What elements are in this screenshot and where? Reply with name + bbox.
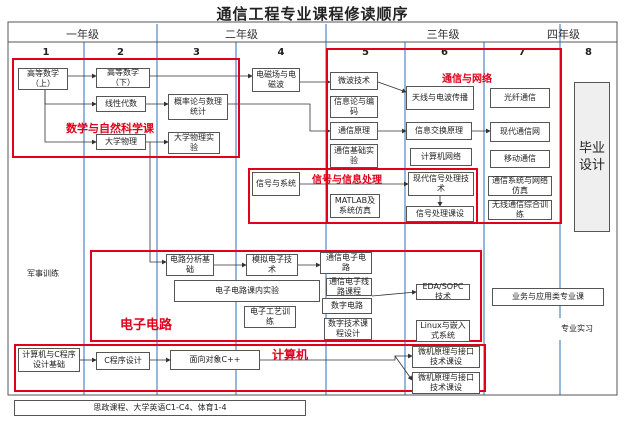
course-analog: 模拟电子技术	[246, 254, 298, 276]
group-label-computer: 计算机	[272, 348, 309, 362]
course-signals: 信号与系统	[252, 172, 300, 196]
course-circuit: 电路分析基础	[166, 254, 214, 276]
course-microcomp2: 微机原理与接口技术课设	[412, 372, 480, 394]
course-physics: 大学物理	[96, 134, 146, 150]
semester-8: 8	[585, 47, 592, 58]
course-eda: EDA/SOPC技术	[416, 282, 470, 301]
course-cdesign: C程序设计	[96, 352, 150, 370]
group-frame-electronics	[90, 250, 482, 342]
course-physlab: 大学物理实验	[168, 132, 220, 154]
course-calc2: 高等数学（下）	[96, 68, 150, 88]
course-business: 业务与应用类专业课	[492, 288, 604, 306]
course-digdesign: 数字技术课程设计	[324, 318, 372, 340]
semester-4: 4	[277, 47, 285, 58]
course-linux: Linux与嵌入式系统	[416, 320, 470, 342]
semester-3: 3	[193, 47, 200, 58]
group-frame-math	[12, 58, 240, 158]
year-label-1: 一年级	[66, 28, 99, 41]
course-cprog: 计算机与C程序设计基础	[18, 348, 80, 372]
course-military: 军事训练	[18, 264, 68, 284]
course-antenna: 天线与电波传播	[406, 86, 474, 110]
course-thesis: 毕业设计	[574, 82, 610, 232]
course-linalg: 线性代数	[96, 96, 146, 112]
course-microwave: 微波技术	[330, 72, 378, 90]
course-digital: 通信电子电路	[320, 252, 372, 274]
course-oop: 面向对象C++	[170, 350, 260, 370]
course-emfield: 电磁场与电磁波	[252, 68, 300, 92]
course-matlab: MATLAB及系统仿真	[330, 194, 380, 218]
course-fiber: 光纤通信	[490, 88, 550, 108]
course-dsp: 现代信号处理技术	[408, 172, 474, 196]
course-etraining: 电子工艺训练	[244, 306, 296, 328]
semester-2: 2	[117, 47, 124, 58]
course-hfcourse: 通信电子线路课程	[326, 277, 372, 296]
course-commprin: 通信原理	[330, 122, 378, 140]
course-sigcourse: 信号处理课设	[406, 206, 474, 222]
course-commlab: 通信基础实验	[330, 144, 378, 168]
year-label-3: 三年级	[426, 28, 460, 41]
group-label-signal: 信号与信息处理	[312, 175, 382, 186]
page-title: 通信工程专业课程修读顺序	[216, 5, 409, 23]
course-prob: 概率论与数理统计	[168, 94, 228, 120]
course-microcomp: 微机原理与接口技术课设	[412, 346, 480, 368]
course-circlab: 电子电路课内实验	[174, 280, 320, 302]
group-frame-signal	[248, 168, 478, 224]
course-mobile: 移动通信	[490, 150, 550, 168]
group-label-network: 通信与网络	[442, 74, 492, 85]
group-frame-computer	[14, 344, 486, 392]
course-wireless: 无线通信综合训练	[488, 200, 552, 220]
course-digcircuit: 数字电路	[322, 298, 372, 314]
semester-6: 6	[441, 47, 448, 58]
course-compnet: 计算机网络	[410, 148, 472, 166]
year-label-4: 四年级	[547, 28, 580, 41]
course-modcomm: 现代通信网	[490, 122, 550, 142]
semester-7: 7	[518, 47, 526, 58]
course-practicum: 专业实习	[556, 318, 598, 340]
group-label-electronics: 电子电路	[120, 318, 173, 333]
course-calc1: 高等数学（上）	[18, 68, 68, 90]
semester-5: 5	[362, 47, 369, 58]
year-label-2: 二年级	[225, 28, 258, 41]
course-switching: 信息交换原理	[406, 122, 472, 140]
group-label-math: 数学与自然科学课	[66, 122, 154, 135]
course-syssim: 通信系统与网络仿真	[488, 176, 552, 196]
course-general: 思政课程、大学英语C1-C4、体育1-4	[14, 400, 306, 416]
semester-1: 1	[42, 47, 50, 58]
course-infotheory: 信息论与编码	[330, 96, 378, 118]
